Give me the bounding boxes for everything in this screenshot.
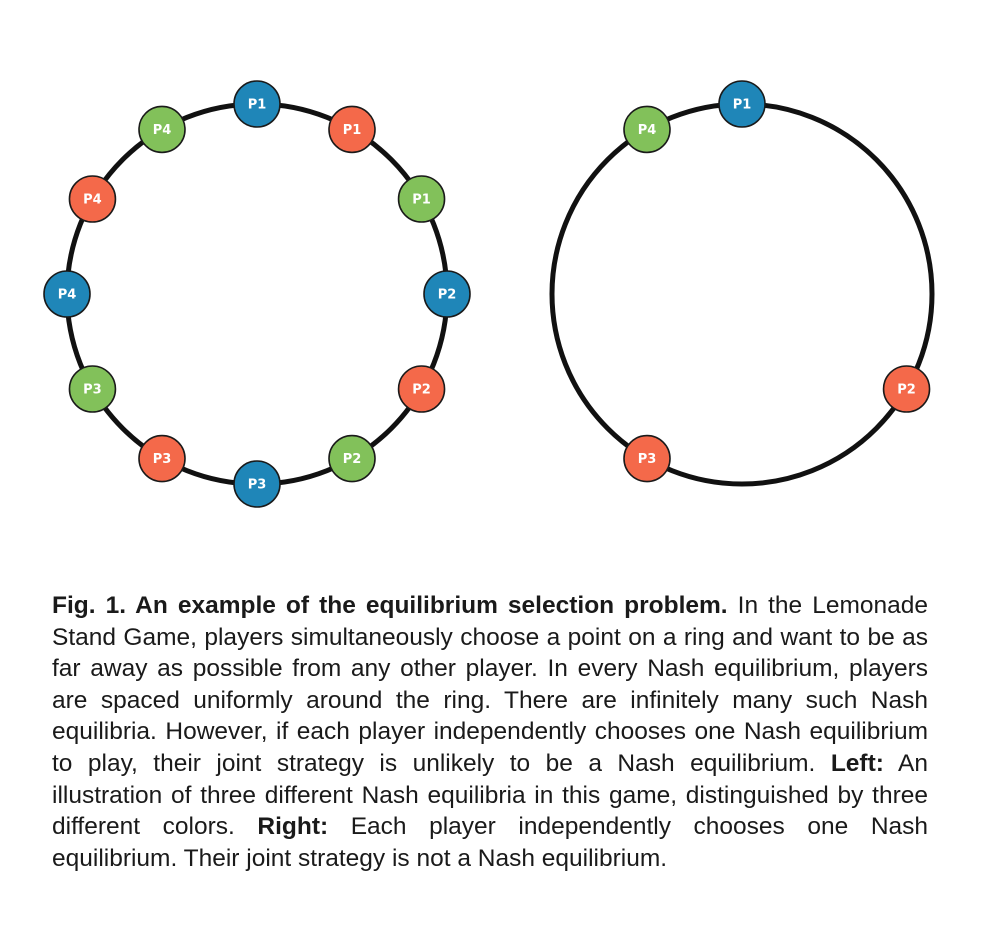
- node-label: P3: [248, 478, 267, 493]
- node-label: P2: [438, 288, 457, 303]
- right-node-p1-blue: P1: [718, 80, 766, 128]
- node-label: P4: [153, 123, 172, 138]
- left-node-p1-orange: P1: [328, 105, 376, 154]
- node-marker: [233, 80, 281, 128]
- node-label: P3: [153, 452, 172, 467]
- node-label: P1: [248, 98, 267, 113]
- caption-text-1: In the Lemonade Stand Game, players simu…: [52, 592, 929, 777]
- node-marker: [328, 434, 376, 483]
- figure-caption: Fig. 1. An example of the equilibrium se…: [52, 590, 928, 874]
- caption-text-3: Each player independently chooses one Na…: [52, 813, 929, 872]
- caption-text-2: An illustration of three different Nash …: [52, 749, 928, 841]
- node-label: P1: [412, 193, 431, 208]
- left-node-p3-orange: P3: [138, 434, 186, 483]
- node-label: P4: [638, 123, 657, 138]
- node-label: P2: [897, 383, 916, 398]
- node-label: P3: [638, 452, 657, 467]
- right-ring: [549, 101, 935, 487]
- left-node-p4-green: P4: [138, 105, 186, 154]
- node-label: P4: [83, 193, 102, 208]
- node-marker: [882, 365, 931, 413]
- node-marker: [233, 460, 281, 508]
- node-marker: [43, 270, 91, 318]
- node-label: P1: [343, 123, 362, 138]
- node-label: P3: [83, 383, 102, 398]
- node-marker: [718, 80, 766, 128]
- node-marker: [623, 105, 671, 154]
- left-node-p3-blue: P3: [233, 460, 281, 508]
- caption-figure-label: Fig. 1. An example of the equilibrium se…: [52, 592, 728, 619]
- node-marker: [68, 175, 117, 223]
- node-marker: [423, 270, 471, 318]
- node-marker: [623, 434, 671, 483]
- caption-right-label: Right:: [257, 813, 329, 841]
- left-node-p1-blue: P1: [233, 80, 281, 128]
- node-label: P1: [733, 98, 752, 113]
- node-marker: [138, 434, 186, 483]
- node-marker: [138, 105, 186, 154]
- node-marker: [397, 365, 446, 413]
- left-node-p4-orange: P4: [68, 175, 117, 223]
- left-ring: [64, 101, 450, 487]
- left-node-p1-green: P1: [397, 175, 446, 223]
- node-label: P4: [58, 288, 77, 303]
- left-node-p2-blue: P2: [423, 270, 471, 318]
- left-node-p2-green: P2: [328, 434, 376, 483]
- left-node-p2-orange: P2: [397, 365, 446, 413]
- left-node-p4-blue: P4: [43, 270, 91, 318]
- right-node-p3-orange: P3: [623, 434, 671, 483]
- node-label: P2: [343, 452, 362, 467]
- caption-left-label: Left:: [830, 749, 884, 777]
- node-marker: [397, 175, 446, 223]
- left-node-p3-green: P3: [68, 365, 117, 413]
- right-node-p4-green: P4: [623, 105, 671, 154]
- node-marker: [328, 105, 376, 154]
- right-node-p2-orange: P2: [882, 365, 931, 413]
- node-label: P2: [412, 383, 431, 398]
- node-marker: [68, 365, 117, 413]
